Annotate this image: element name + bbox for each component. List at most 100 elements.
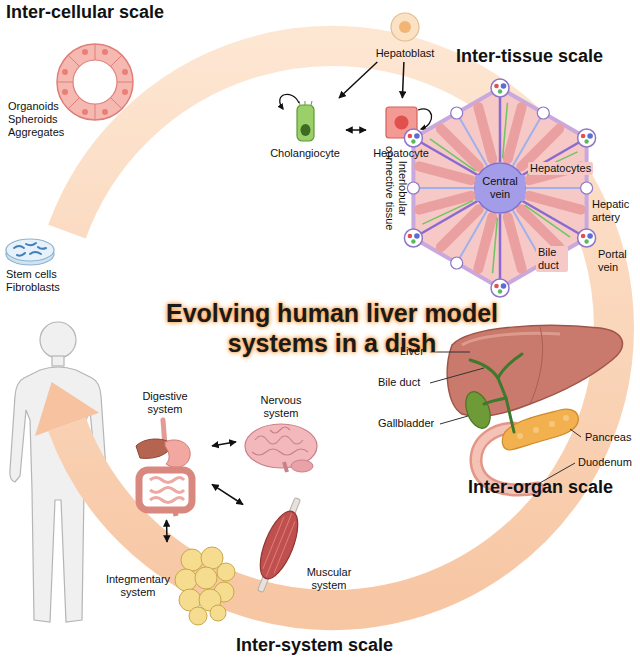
organoid-part-part [62, 69, 68, 75]
liver-lobule-part [404, 229, 422, 247]
cholangiocyte-icon-part [301, 124, 311, 136]
liver-lobule-part [419, 196, 471, 210]
organoid-part-part [117, 82, 133, 83]
liver-lobule-part [460, 118, 487, 165]
cholangiocyte-icon-part [297, 105, 314, 141]
hepatoblast-icon-part [391, 13, 419, 41]
node-label: Digestive system [134, 390, 196, 416]
organoid-part-part [122, 69, 128, 75]
connector-arrow [212, 484, 243, 504]
liver-lobule-part [419, 187, 474, 189]
bile-duct-tree-part [498, 354, 522, 378]
petri-dish-part-part [30, 252, 41, 254]
liver-lobule-part [491, 279, 509, 297]
node-label: Muscular system [301, 566, 357, 592]
scale-band-part [35, 382, 99, 436]
cell-node: Hepatocyte [368, 100, 434, 160]
system-node: Nervous system [238, 394, 324, 474]
organoid-part-part [57, 82, 73, 83]
organoid-part [62, 49, 128, 115]
skin-icon-part [175, 569, 197, 591]
organoid-part [57, 44, 133, 120]
digestive-system-icon-part [139, 470, 192, 510]
liver-lobule-part [584, 139, 588, 143]
cholangiocyte-icon-part-part [299, 101, 300, 105]
liver-lobule-part [411, 239, 415, 243]
organoid-part-part [68, 55, 79, 66]
liver-lobule-part [493, 218, 498, 273]
pancreas-part-part [549, 421, 555, 427]
liver-lobule-part [499, 97, 502, 162]
node-label: Integmentary system [100, 573, 176, 599]
cholangiocyte-icon-part-part [305, 101, 306, 105]
pancreas-part-part [517, 433, 523, 439]
hepatocyte-icon-part [395, 116, 409, 130]
skin-icon-part [189, 607, 207, 625]
liver-lobule-part [501, 283, 507, 289]
skin-icon-part [181, 549, 203, 571]
organoid-part-part [111, 98, 122, 109]
skin-icon [175, 547, 235, 625]
scale-label: Inter-system scale [236, 635, 393, 657]
cholangiocyte-icon [297, 101, 314, 141]
lobule-label: Hepatic artery [592, 198, 634, 224]
organoid-part-part [95, 104, 96, 120]
model-label: Organoids Spheroids Aggregates [8, 100, 70, 140]
brain-icon-part-part [270, 427, 290, 433]
skin-icon-part [195, 567, 217, 589]
liver-lobule-part [521, 209, 559, 247]
node-label: Cholangiocyte [270, 147, 340, 160]
organ-label: Bile duct [378, 376, 420, 389]
petri-dish-part-part [26, 243, 36, 245]
liver-lobule-part [430, 139, 476, 171]
organoid-part-part [82, 109, 88, 115]
skin-icon-part [210, 605, 226, 621]
digestive-system-icon-part [165, 440, 190, 467]
brain-icon-part-part [252, 449, 308, 455]
cholangiocyte-icon-part [299, 101, 312, 105]
muscle-icon [247, 493, 310, 596]
connector-arrow [346, 129, 366, 131]
organoid-part [57, 44, 133, 120]
liver-lobule-part [526, 187, 581, 189]
hepatoblast-icon [391, 13, 419, 41]
liver-lobule-part [578, 129, 596, 147]
gallbladder-part [461, 388, 495, 431]
model-label: Stem cells Fibroblasts [6, 268, 68, 294]
pancreas-part-part [533, 427, 539, 433]
organoid-part-part [122, 89, 128, 95]
lobule-label: Hepatocytes [528, 162, 593, 175]
petri-dish [6, 239, 54, 265]
liver-lobule-part [525, 205, 571, 237]
organ-label: Liver [400, 345, 424, 358]
organoid-part-part [62, 89, 68, 95]
liver-lobule-part [460, 211, 487, 258]
liver-lobule-part [523, 201, 579, 234]
liver-lobule-part [414, 233, 420, 239]
system-node: Digestive system [120, 390, 210, 518]
cell-node: Hepatoblast [372, 12, 438, 60]
scale-label: Inter-cellular scale [6, 2, 164, 24]
digestive-system-icon-part [175, 510, 176, 516]
liver-lobule-part [537, 107, 549, 119]
liver-lobule-part [494, 284, 499, 289]
system-node: Muscular system [245, 490, 357, 594]
organoid-part-part [102, 49, 108, 55]
self-renewal-arrow-part [418, 109, 432, 129]
organoid-part-part [111, 55, 122, 66]
connector-arrow [402, 62, 404, 98]
liver-lobule-part [475, 163, 525, 213]
liver-lobule-part [404, 129, 422, 147]
brain-icon-part [291, 460, 313, 472]
bile-duct-tree-part [470, 360, 498, 378]
leader-line-part [430, 368, 484, 383]
liver-lobule-part [419, 166, 471, 180]
liver-lobule-part [501, 83, 507, 89]
liver-lobule-part [529, 196, 581, 210]
human-figure-part [40, 322, 76, 358]
liver-lobule-part [408, 134, 413, 139]
scale-label: Inter-organ scale [468, 477, 613, 499]
liver-lobule-part [581, 134, 586, 139]
liver-lobule-part [413, 88, 586, 288]
